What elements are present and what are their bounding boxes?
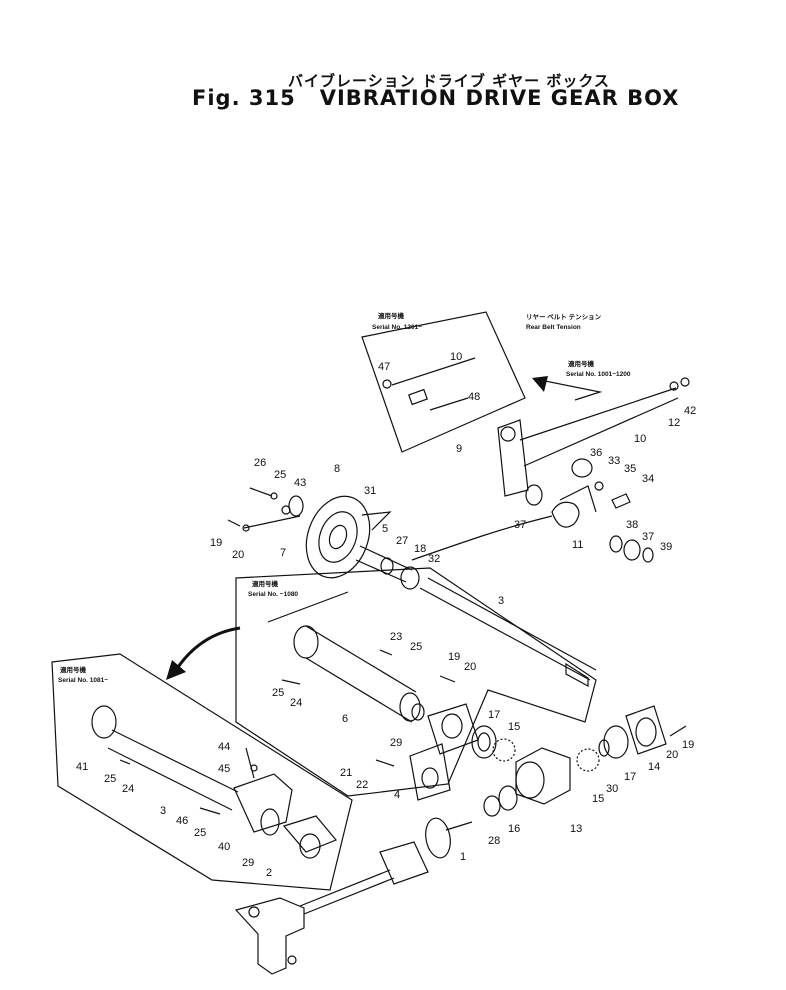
inset-box-serial-1081 — [51, 653, 353, 891]
part-label: 8 — [334, 463, 340, 475]
part-label: 25 — [410, 641, 422, 653]
part-label: 42 — [684, 405, 696, 417]
part-label: 40 — [218, 841, 230, 853]
part-label: 45 — [218, 763, 230, 775]
part-label: 39 — [660, 541, 672, 553]
note-rear-belt-jp: リヤー ベルト テンション — [526, 313, 602, 321]
part-label: 20 — [666, 749, 678, 761]
mount-bracket — [234, 897, 305, 975]
figure-title: Fig. 315 VIBRATION DRIVE GEAR BOX — [192, 86, 679, 110]
part-label: 29 — [242, 857, 254, 869]
figure-title-english: VIBRATION DRIVE GEAR BOX — [319, 86, 680, 110]
part-label: 14 — [648, 761, 660, 773]
part-label: 4 — [394, 789, 400, 801]
part-label: 13 — [570, 823, 582, 835]
part-label: 10 — [634, 433, 646, 445]
part-label: 16 — [508, 823, 520, 835]
part-label: 46 — [176, 815, 188, 827]
part-label: 35 — [624, 463, 636, 475]
part-label: 43 — [294, 477, 306, 489]
part-label: 34 — [642, 473, 654, 485]
part-label: 3 — [160, 805, 166, 817]
part-label: 15 — [592, 793, 604, 805]
part-label: 11 — [572, 539, 583, 551]
part-label: 20 — [232, 549, 244, 561]
part-label: 20 — [464, 661, 476, 673]
part-label: 17 — [488, 709, 500, 721]
part-label: 37 — [642, 531, 654, 543]
curved-arrow — [174, 626, 241, 671]
tension-arm — [539, 379, 603, 401]
note-serial-1201-jp: 適用号機 — [378, 311, 405, 320]
part-label: 37 — [514, 519, 526, 531]
part-label: 27 — [396, 535, 408, 547]
note-serial-1081-jp: 適用号機 — [60, 665, 87, 674]
part-label: 22 — [356, 779, 368, 791]
part-label: 33 — [608, 455, 620, 467]
note-serial-1001-1200: Serial No. 1001~1200 — [566, 371, 631, 378]
part-label: 36 — [590, 447, 602, 459]
part-label: 24 — [122, 783, 134, 795]
part-label: 47 — [378, 361, 390, 373]
part-label: 7 — [280, 547, 286, 559]
part-label: 26 — [254, 457, 266, 469]
part-label: 15 — [508, 721, 520, 733]
part-label: 2 — [266, 867, 272, 879]
gear-case — [515, 747, 571, 805]
part-label: 9 — [456, 443, 462, 455]
pulley — [305, 495, 371, 579]
part-label: 17 — [624, 771, 636, 783]
part-label: 1 — [460, 851, 466, 863]
title-japanese: バイブレーション ドライブ ギヤー ボックス — [288, 72, 610, 90]
part-label: 41 — [76, 761, 88, 773]
main-shaft — [419, 587, 591, 681]
figure-number: Fig. 315 — [192, 86, 296, 110]
part-label: 5 — [382, 523, 388, 535]
part-label: 28 — [488, 835, 500, 847]
part-label: 30 — [606, 783, 618, 795]
part-label: 48 — [468, 391, 480, 403]
part-label: 12 — [668, 417, 680, 429]
part-label: 32 — [428, 553, 440, 565]
note-serial-1081: Serial No. 1081~ — [58, 677, 108, 684]
inset-box-serial-1080 — [235, 567, 597, 797]
part-label: 29 — [390, 737, 402, 749]
part-label: 38 — [626, 519, 638, 531]
part-label: 19 — [682, 739, 694, 751]
part-label: 25 — [194, 827, 206, 839]
note-serial-1201: Serial No. 1201~ — [372, 324, 422, 331]
part-label: 21 — [340, 767, 352, 779]
note-rear-belt-tension: Rear Belt Tension — [526, 324, 581, 331]
note-serial-1080: Serial No. ~1080 — [248, 591, 298, 598]
part-label: 44 — [218, 741, 230, 753]
part-label: 19 — [448, 651, 460, 663]
note-serial-1080-jp: 適用号機 — [252, 579, 279, 588]
part-label: 24 — [290, 697, 302, 709]
part-label: 18 — [414, 543, 426, 555]
part-label: 31 — [364, 485, 376, 497]
part-label: 23 — [390, 631, 402, 643]
part-label: 3 — [498, 595, 504, 607]
part-label: 10 — [450, 351, 462, 363]
part-label: 19 — [210, 537, 222, 549]
part-label: 25 — [104, 773, 116, 785]
note-serial-1001-jp: 適用号機 — [568, 359, 595, 368]
part-label: 6 — [342, 713, 348, 725]
inset-box-serial-1201 — [361, 311, 526, 453]
part-label: 25 — [272, 687, 284, 699]
part-label: 25 — [274, 469, 286, 481]
